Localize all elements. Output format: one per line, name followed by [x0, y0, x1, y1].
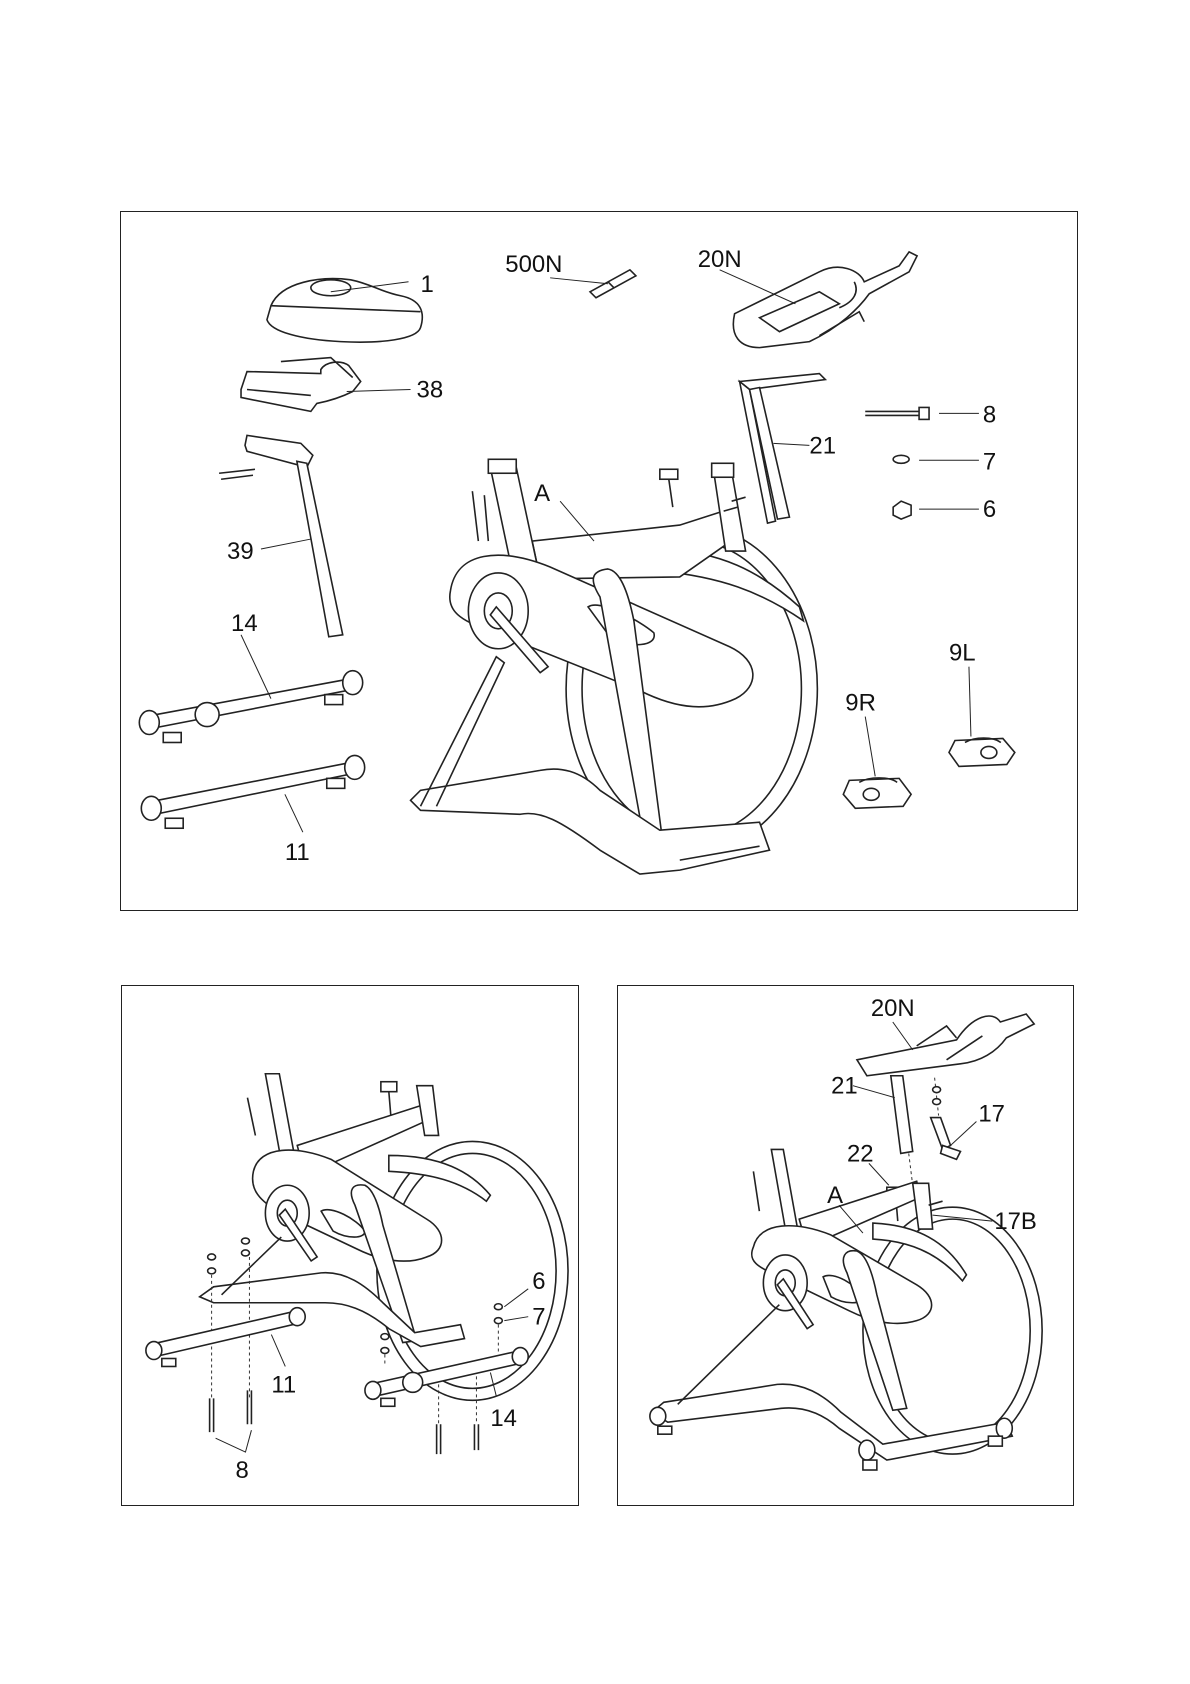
label-a: A [534, 480, 550, 507]
part-14-front-stabilizer [139, 671, 362, 743]
handlebar-20n [857, 1014, 1034, 1076]
leader-500n [550, 278, 608, 284]
leader-38 [347, 389, 411, 391]
label-21: 21 [831, 1073, 858, 1100]
leader-20n [720, 270, 796, 304]
label-21: 21 [809, 432, 836, 459]
fasteners-top-left [208, 1238, 250, 1398]
leader-11 [271, 1335, 285, 1367]
leader-20n [893, 1022, 913, 1050]
stabilizer-assembly-panel: 11 14 8 6 7 [121, 985, 579, 1506]
part-39-seat-post [219, 435, 343, 636]
leader-21 [774, 443, 810, 445]
part-6-nut [893, 501, 911, 519]
label-8: 8 [983, 401, 996, 428]
label-6: 6 [532, 1268, 545, 1295]
part-a-main-frame [411, 459, 818, 874]
label-7: 7 [532, 1304, 545, 1331]
part-500n-rod [590, 270, 636, 298]
part-20n-handlebar [733, 252, 917, 348]
label-500n: 500N [505, 251, 562, 278]
parts-overview-drawing: 1 500N 20N 38 8 [121, 212, 1077, 910]
leader-14 [241, 635, 271, 699]
post-21 [891, 1076, 913, 1186]
label-1: 1 [421, 271, 434, 298]
label-14: 14 [490, 1405, 517, 1432]
label-6: 6 [983, 496, 996, 523]
stabilizer-assembly-drawing: 11 14 8 6 7 [122, 986, 578, 1505]
label-14: 14 [231, 610, 258, 637]
label-38: 38 [417, 376, 444, 403]
part-1-seat-cover [267, 279, 422, 342]
label-20n: 20N [698, 246, 742, 273]
label-9r: 9R [845, 690, 876, 717]
leader-9r [865, 717, 875, 777]
leader-21 [853, 1086, 895, 1098]
label-11: 11 [271, 1371, 296, 1398]
label-a: A [827, 1182, 843, 1209]
label-20n: 20N [871, 995, 915, 1022]
label-8: 8 [236, 1457, 249, 1484]
part-9r-right-pedal [843, 778, 911, 808]
part-8-bolt [865, 407, 929, 419]
part-7-washer [893, 455, 909, 463]
leader-a [560, 501, 594, 541]
parts-overview-panel: 1 500N 20N 38 8 [120, 211, 1078, 911]
label-17: 17 [978, 1101, 1005, 1128]
label-39: 39 [227, 538, 254, 565]
leader-9l [969, 667, 971, 737]
part-9l-left-pedal [949, 738, 1015, 766]
label-9l: 9L [949, 640, 976, 667]
leader-39 [261, 539, 311, 549]
handlebar-assembly-drawing: 20N 21 17 22 [618, 986, 1073, 1505]
label-7: 7 [983, 448, 996, 475]
part-11-rear-stabilizer [141, 755, 364, 828]
label-17b: 17B [994, 1208, 1036, 1235]
leader-11 [285, 794, 303, 832]
handlebar-assembly-panel: 20N 21 17 22 [617, 985, 1074, 1506]
fasteners-17 [931, 1078, 961, 1160]
part-38-seat-slider [241, 358, 361, 412]
label-22: 22 [847, 1140, 874, 1167]
bike-frame [650, 1149, 1042, 1470]
leader-17 [951, 1122, 977, 1146]
label-11: 11 [285, 839, 310, 866]
